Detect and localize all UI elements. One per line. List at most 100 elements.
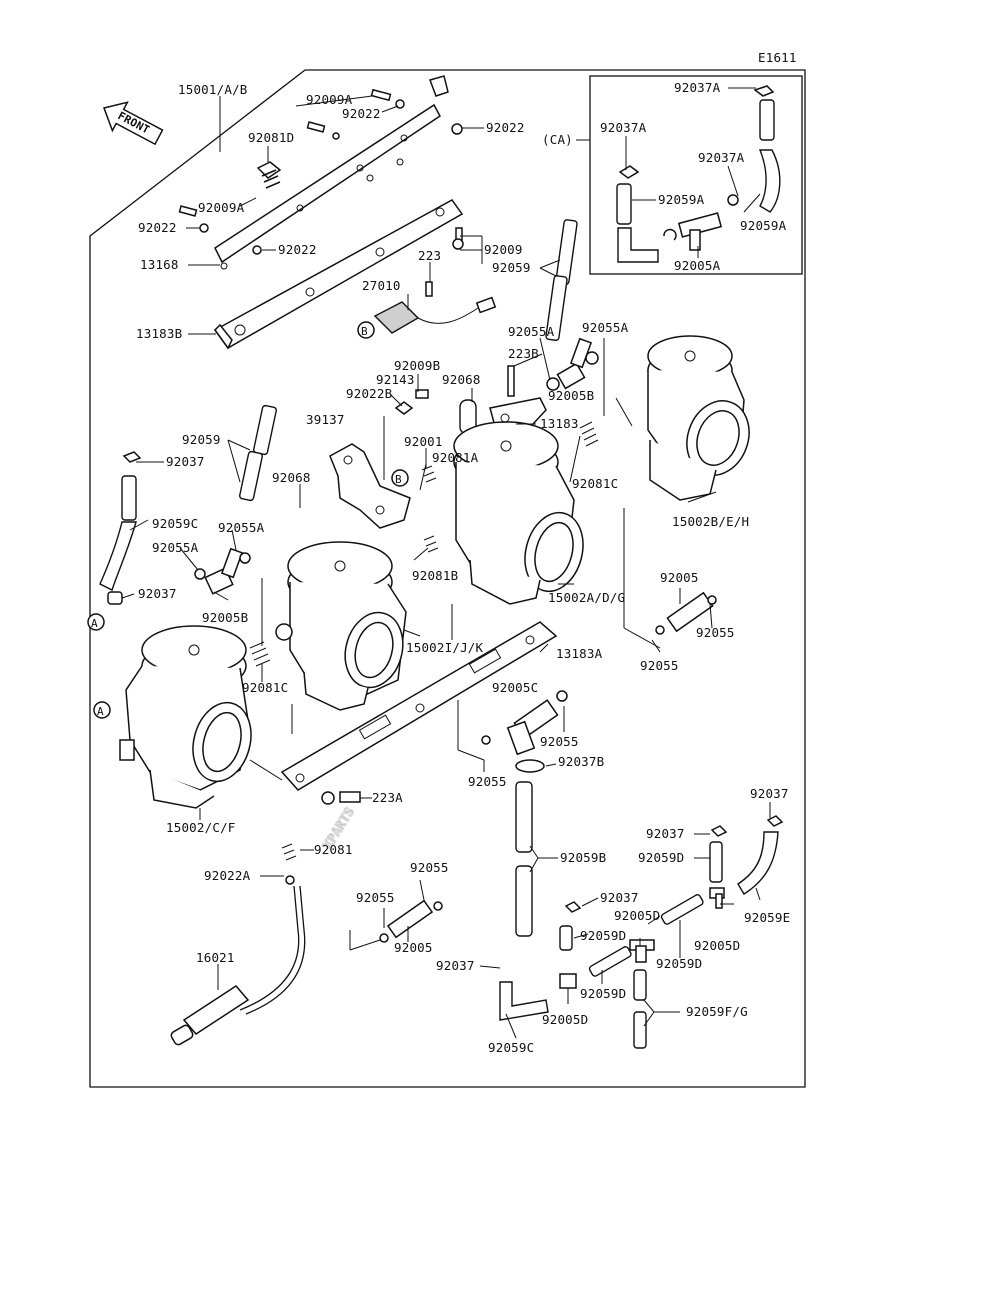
label-92055-b2: 92055 [356, 890, 395, 905]
bracket-39137 [329, 443, 411, 529]
label-92005D-1: 92005D [614, 908, 660, 923]
hose-92059B [515, 781, 533, 937]
label-92001: 92001 [404, 434, 443, 449]
page-code: E1611 [758, 50, 797, 65]
label-92081C-left: 92081C [242, 680, 288, 695]
label-223A: 223A [372, 790, 403, 805]
hoses-left [99, 404, 277, 605]
label-92009A-mid: 92009A [198, 200, 245, 215]
marker-b-2: B [391, 469, 409, 487]
label-15002CF: 15002/C/F [166, 820, 236, 835]
fitting-92005B-left [194, 547, 251, 595]
carburetor-front-center [275, 541, 407, 711]
carburetor-rear-right [647, 335, 750, 501]
label-92037-r1: 92037 [750, 786, 789, 801]
svg-text:B: B [395, 473, 402, 486]
marker-a-1: A [87, 613, 105, 631]
wire-connector-27010 [373, 296, 497, 334]
label-92055A-1: 92055A [508, 324, 555, 339]
label-92055A-2: 92055A [582, 320, 629, 335]
label-92005-bottom: 92005 [394, 940, 433, 955]
label-13183B: 13183B [136, 326, 182, 341]
label-92055A-4: 92055A [152, 540, 199, 555]
label-92081C-right: 92081C [572, 476, 618, 491]
label-92005B-top: 92005B [548, 388, 594, 403]
label-92068-top: 92068 [442, 372, 481, 387]
hose-assembly-bottom-right [499, 815, 784, 1049]
inset-box [589, 75, 803, 275]
label-92022A: 92022A [204, 868, 251, 883]
label-92143: 92143 [376, 372, 415, 387]
hose-92059-mid [545, 219, 578, 341]
label-92055-c: 92055 [540, 734, 579, 749]
label-92059D-1: 92059D [638, 850, 684, 865]
label-27010: 27010 [362, 278, 401, 293]
label-92055A-3: 92055A [218, 520, 265, 535]
pipe-92005-bottom [379, 899, 443, 943]
label-92081A: 92081A [432, 450, 479, 465]
label-92005B-left: 92005B [202, 610, 248, 625]
label-92059D-2: 92059D [580, 928, 626, 943]
label-92022-left: 92022 [138, 220, 177, 235]
label-92037-b: 92037 [600, 890, 639, 905]
label-92055-right1: 92055 [696, 625, 735, 640]
linkage-plate-13183A [280, 621, 558, 791]
label-92022-top: 92022 [342, 106, 381, 121]
label-92009B: 92009B [394, 358, 440, 373]
label-92055-right2: 92055 [640, 658, 679, 673]
label-92009A-top: 92009A [306, 92, 353, 107]
label-92005C: 92005C [492, 680, 538, 695]
label-92059B: 92059B [560, 850, 606, 865]
label-92037A-2: 92037A [600, 120, 647, 135]
marker-a-2: A [93, 701, 111, 719]
label-92005D-3: 92005D [542, 1012, 588, 1027]
front-arrow-icon [103, 101, 164, 146]
label-92055-b1: 92055 [410, 860, 449, 875]
label-92037-left2: 92037 [138, 586, 177, 601]
label-15002BEH: 15002B/E/H [672, 514, 749, 529]
label-15002ADG: 15002A/D/G [548, 590, 625, 605]
label-92037-left: 92037 [166, 454, 205, 469]
throttle-cable-16021 [170, 875, 306, 1046]
label-223: 223 [418, 248, 441, 263]
svg-text:A: A [97, 705, 104, 718]
label-92059-left: 92059 [182, 432, 221, 447]
label-92059-mid: 92059 [492, 260, 531, 275]
springs [249, 421, 599, 861]
label-16021: 16021 [196, 950, 235, 965]
label-92037-c: 92037 [436, 958, 475, 973]
label-92059A-2: 92059A [740, 218, 787, 233]
svg-text:B: B [361, 325, 368, 338]
label-92022-mid: 92022 [278, 242, 317, 257]
label-92055-c2: 92055 [468, 774, 507, 789]
label-92081D: 92081D [248, 130, 294, 145]
pipe-92005-right [655, 591, 717, 635]
label-92081B: 92081B [412, 568, 458, 583]
label-92005A: 92005A [674, 258, 721, 273]
label-92037A-1: 92037A [674, 80, 721, 95]
label-13168: 13168 [140, 257, 179, 272]
label-92059D-4: 92059D [580, 986, 626, 1001]
label-92059A-1: 92059A [658, 192, 705, 207]
label-15002IJK: 15002I/J/K [406, 640, 484, 655]
fitting-92005B-top [394, 337, 599, 435]
label-15001: 15001/A/B [178, 82, 248, 97]
linkage-plate-13183B [213, 199, 464, 350]
label-223B: 223B [508, 346, 539, 361]
label-92059E: 92059E [744, 910, 790, 925]
inset-label: (CA) [542, 132, 573, 147]
carburetor-front-left [119, 625, 252, 809]
label-92059C-bottom: 92059C [488, 1040, 534, 1055]
label-13183A: 13183A [556, 646, 603, 661]
label-92059C-top: 92059C [152, 516, 198, 531]
label-92081: 92081 [314, 842, 353, 857]
label-92005-right: 92005 [660, 570, 699, 585]
label-92022B: 92022B [346, 386, 392, 401]
leader-lines [121, 87, 771, 1039]
label-13183: 13183 [540, 416, 579, 431]
label-92059D-3: 92059D [656, 956, 702, 971]
pipe-92005C [481, 690, 568, 773]
label-92037-r2: 92037 [646, 826, 685, 841]
carburetor-rear-center [453, 421, 584, 605]
